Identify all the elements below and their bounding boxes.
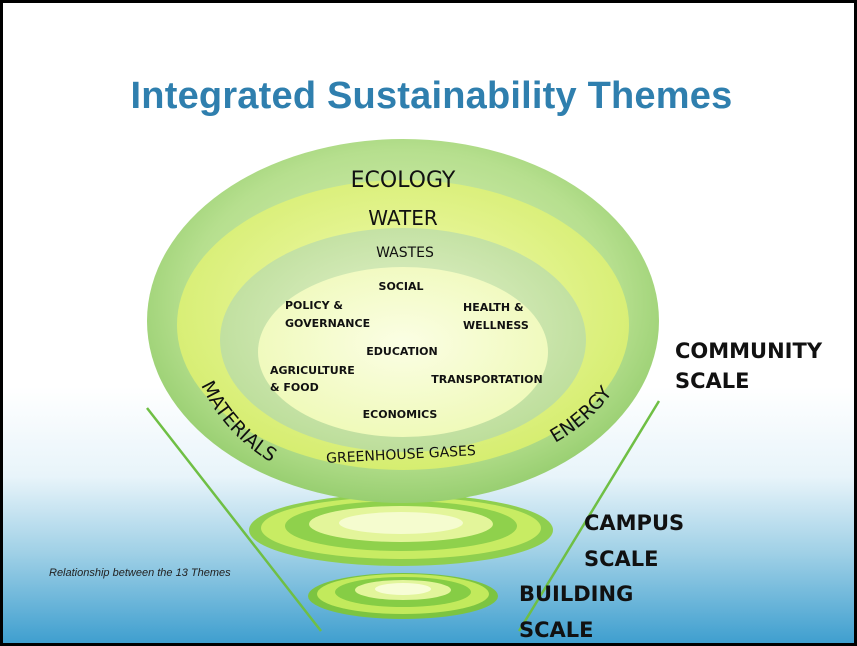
theme-policy-line-1: POLICY & (285, 299, 343, 312)
theme-agriculture-line-1: AGRICULTURE (270, 364, 355, 377)
building-scale-line-2: SCALE (519, 618, 594, 642)
campus-scale-line-2: SCALE (584, 547, 659, 571)
core-ellipse (258, 267, 548, 437)
ring-label-wastes: WASTES (376, 245, 434, 261)
theme-social: SOCIAL (379, 280, 424, 293)
theme-health-line-2: WELLNESS (463, 319, 529, 332)
building-scale-label: BUILDING SCALE (519, 579, 634, 643)
ring-label-ecology: ECOLOGY (351, 168, 456, 193)
building-scale-disc (308, 573, 498, 619)
campus-scale-disc (249, 494, 553, 566)
campus-scale-label: CAMPUS SCALE (584, 508, 684, 574)
community-scale-label: COMMUNITY SCALE (675, 336, 822, 396)
slide-title: Integrated Sustainability Themes (130, 75, 733, 117)
diagram-caption: Relationship between the 13 Themes (49, 567, 231, 579)
theme-education: EDUCATION (366, 345, 437, 358)
ring-label-water: WATER (368, 206, 438, 230)
theme-agriculture-line-2: & FOOD (270, 381, 319, 394)
building-scale-line-1: BUILDING (519, 582, 634, 606)
campus-scale-line-1: CAMPUS (584, 511, 685, 535)
ring-label-greenhouse-gases: GREENHOUSE GASES (326, 443, 477, 467)
theme-health-line-1: HEALTH & (463, 301, 524, 314)
community-scale-line-1: COMMUNITY (675, 339, 823, 363)
funnel-line-left (146, 407, 322, 632)
theme-transportation: TRANSPORTATION (431, 373, 542, 386)
theme-economics: ECONOMICS (363, 408, 438, 421)
community-scale-line-2: SCALE (675, 369, 750, 393)
sustainability-diagram: ECOLOGY WATER WASTES GREENHOUSE GASES MA… (146, 139, 661, 632)
theme-policy-line-2: GOVERNANCE (285, 317, 370, 330)
funnel-line-right (517, 400, 661, 632)
